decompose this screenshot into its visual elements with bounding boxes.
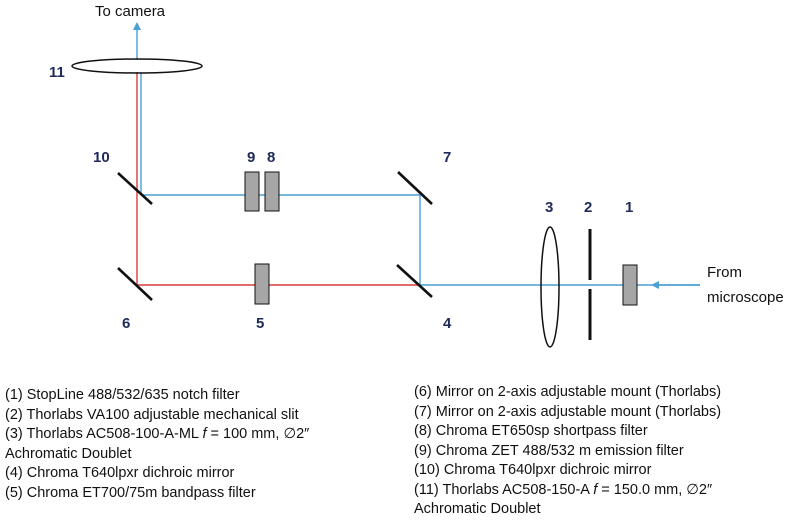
filter-8 (264, 171, 280, 212)
mirror-6 (117, 267, 153, 301)
label-11: 11 (49, 64, 65, 81)
legend-item-10: (10) Chroma T640lpxr dichroic mirror (414, 462, 652, 478)
optical-setup-diagram: 11 10 9 8 7 3 2 1 6 5 4 To camera From m… (49, 3, 784, 348)
legend-right: (6) Mirror on 2-axis adjustable mount (T… (414, 383, 721, 520)
legend-item-3: (3) Thorlabs AC508-100-A-ML f = 100 mm, … (5, 426, 310, 442)
legend-item-1: (1) StopLine 488/532/635 notch filter (5, 387, 240, 403)
mirror-10 (117, 172, 153, 205)
label-2: 2 (584, 199, 592, 216)
legend-item-11: (11) Thorlabs AC508-150-A f = 150.0 mm, … (414, 481, 713, 498)
label-5: 5 (256, 315, 264, 332)
lens-3 (540, 226, 560, 348)
legend-item-2: (2) Thorlabs VA100 adjustable mechanical… (5, 406, 299, 423)
label-9: 9 (247, 149, 255, 166)
label-4: 4 (443, 315, 452, 332)
mirror-4 (396, 264, 433, 298)
filter-9 (244, 171, 260, 212)
legend-item-11-cont: Achromatic Doublet (414, 501, 541, 517)
from-microscope-label-line2: microscope (707, 289, 784, 306)
legend-item-5: (5) Chroma ET700/75m bandpass filter (5, 484, 256, 501)
legend-left: (1) StopLine 488/532/635 notch filter (2… (5, 386, 309, 503)
to-camera-label: To camera (95, 3, 166, 20)
legend-item-6: (6) Mirror on 2-axis adjustable mount (T… (414, 384, 722, 400)
legend-item-8: (8) Chroma ET650sp shortpass filter (414, 423, 648, 439)
label-7: 7 (443, 149, 451, 166)
label-8: 8 (267, 149, 275, 166)
label-1: 1 (625, 199, 633, 216)
label-3: 3 (545, 199, 553, 216)
legend-item-9: (9) Chroma ZET 488/532 m emission filter (414, 442, 684, 459)
from-microscope-label-line1: From (707, 264, 742, 281)
filter-1 (622, 264, 638, 306)
legend-item-7: (7) Mirror on 2-axis adjustable mount (T… (414, 403, 722, 420)
legend-item-4: (4) Chroma T640lpxr dichroic mirror (5, 465, 235, 481)
label-10: 10 (93, 149, 110, 166)
lens-11 (71, 58, 203, 74)
mirror-7 (397, 171, 433, 205)
beam-paths (133, 22, 700, 289)
legend-item-3-cont: Achromatic Doublet (5, 445, 132, 462)
label-6: 6 (122, 315, 130, 332)
filter-5 (254, 263, 270, 305)
